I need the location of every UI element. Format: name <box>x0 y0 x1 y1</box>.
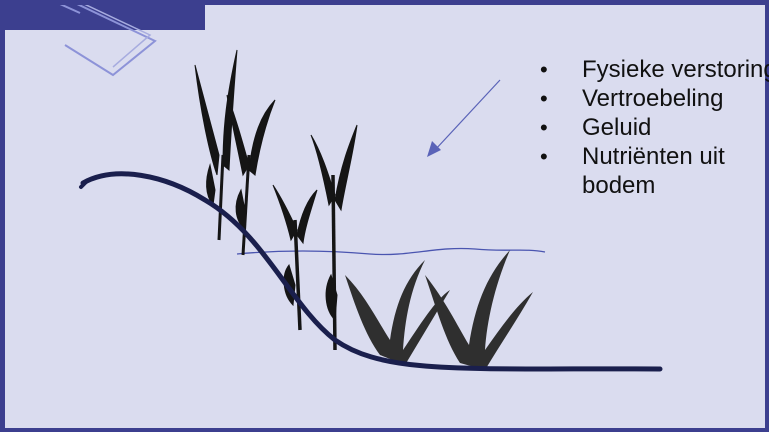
bullet-item: Nutriënten uit bodem <box>538 142 769 200</box>
water-surface-line <box>237 248 545 254</box>
disturbance-list: Fysieke verstoring Vertroebeling Geluid … <box>538 55 769 200</box>
bullet-item: Fysieke verstoring <box>538 55 769 84</box>
reed-plants <box>195 50 357 350</box>
bullet-item: Vertroebeling <box>538 84 769 113</box>
water-plants <box>345 250 533 370</box>
disturbance-arrow <box>427 80 500 157</box>
bullet-item: Geluid <box>538 113 769 142</box>
